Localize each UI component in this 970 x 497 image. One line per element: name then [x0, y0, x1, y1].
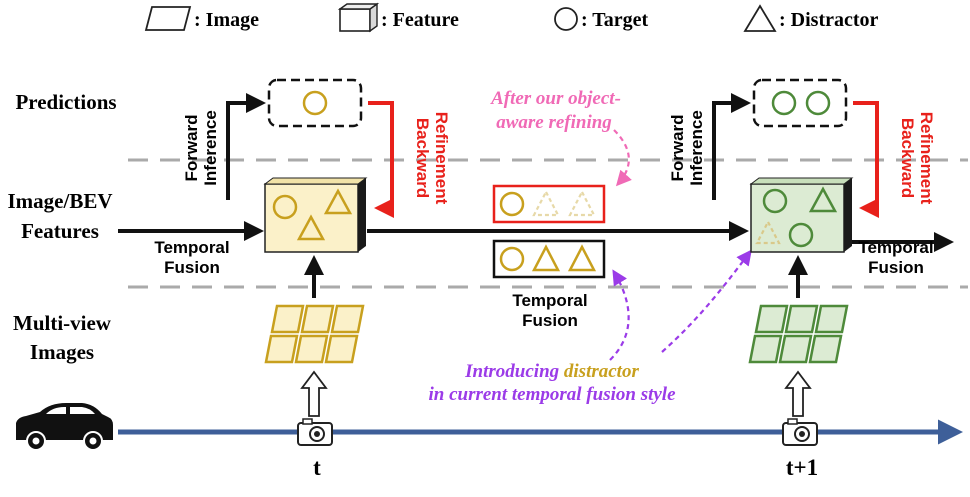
- distractor-annotation-line1-b: distractor: [564, 361, 640, 382]
- forward-label-t-line1: Forward: [182, 114, 201, 181]
- backward-label-t1-line1: Backward: [898, 118, 917, 198]
- distractor-triangle-icon: [296, 214, 326, 241]
- row-label-features-line1: Image/BEV: [8, 189, 113, 213]
- middle-comparison: Temporal Fusion After our object- aware …: [428, 88, 752, 405]
- car-icon: [16, 403, 113, 451]
- triangle-legend-icon: [743, 4, 777, 32]
- camera-icon: [297, 418, 333, 446]
- suppressed-distractor-triangle-icon: [755, 219, 781, 245]
- multi-view-grid-t: [264, 304, 365, 364]
- suppressed-distractor-triangle-icon: [568, 189, 596, 217]
- distractor-triangle-icon: [531, 244, 561, 272]
- prediction-box-t-plus-1: [752, 78, 848, 128]
- target-circle-icon: [805, 90, 831, 116]
- time-label-t-plus-1: t+1: [786, 455, 818, 480]
- row-label-images-line2: Images: [30, 340, 94, 364]
- legend-target-label: : Target: [581, 9, 649, 31]
- refine-annotation-arrow: [613, 129, 632, 187]
- suppressed-distractor-triangle-icon: [532, 189, 560, 217]
- target-circle-icon: [499, 246, 525, 272]
- backward-label-t-line1: Backward: [413, 118, 432, 198]
- target-circle-icon: [771, 90, 797, 116]
- distractor-triangle-icon: [323, 188, 353, 215]
- refined-feature-box: [492, 184, 606, 224]
- capture-arrow-t: [300, 370, 328, 417]
- target-circle-icon: [499, 191, 525, 217]
- camera-icon: [782, 418, 818, 446]
- backward-label-t-line2: Refinement: [432, 112, 451, 205]
- prediction-box-t: [267, 78, 363, 128]
- target-circle-icon: [788, 222, 814, 248]
- row-label-features-line2: Features: [21, 219, 99, 243]
- forward-label-t1-line1: Forward: [668, 114, 687, 181]
- target-circle-icon: [272, 194, 298, 220]
- temporal-fusion-right-line2: Fusion: [868, 258, 924, 277]
- distractor-annotation-line2: in current temporal fusion style: [428, 384, 676, 405]
- distractor-annotation-line1: Introducing distractor: [464, 361, 639, 382]
- target-circle-icon: [762, 188, 788, 214]
- legend-feature-label: : Feature: [381, 9, 459, 31]
- legend-image-label: : Image: [194, 9, 259, 31]
- temporal-fusion-middle-line1: Temporal: [512, 291, 587, 310]
- distractor-triangle-icon: [808, 186, 838, 213]
- feature-cube-t: [263, 177, 368, 253]
- distractor-annotation-arrow-right: [661, 249, 752, 353]
- backward-refinement-arrow-t: [368, 101, 394, 218]
- image-legend-icon: [144, 6, 192, 31]
- temporal-fusion-left-line1: Temporal: [154, 238, 229, 257]
- time-label-t: t: [313, 455, 321, 480]
- backward-label-t1-line2: Refinement: [917, 112, 936, 205]
- temporal-fusion-left-line2: Fusion: [164, 258, 220, 277]
- feature-cube-t-plus-1: [749, 177, 854, 253]
- refine-annotation-line1: After our object-: [490, 88, 621, 109]
- distractor-annotation-line1-a: Introducing: [464, 361, 564, 382]
- forward-label-t-line2: Inference: [201, 110, 220, 186]
- backward-refinement-arrow-t-plus-1: [853, 101, 879, 218]
- refine-annotation-line2: aware refining: [496, 112, 612, 133]
- stage-t-plus-1: Forward Inference Backward Refinement Te…: [668, 78, 936, 417]
- row-label-predictions: Predictions: [15, 90, 116, 114]
- temporal-fusion-middle-line2: Fusion: [522, 311, 578, 330]
- legend: : Image : Feature : Target : Distractor: [144, 2, 879, 33]
- circle-legend-icon: [554, 7, 578, 31]
- distractor-annotation-arrow-left: [609, 269, 630, 361]
- forward-inference-arrow-t: [226, 93, 266, 200]
- forward-inference-arrow-t-plus-1: [712, 93, 751, 200]
- legend-distractor-label: : Distractor: [779, 9, 879, 31]
- multi-view-grid-t-plus-1: [748, 304, 849, 364]
- temporal-fusion-right-line1: Temporal: [858, 238, 933, 257]
- stage-t: Forward Inference Backward Refinement: [182, 78, 451, 417]
- row-label-images-line1: Multi-view: [13, 311, 112, 335]
- distractor-triangle-icon: [567, 244, 597, 272]
- feature-legend-icon: [337, 2, 380, 33]
- forward-label-t1-line2: Inference: [687, 110, 706, 186]
- capture-arrow-t-plus-1: [784, 370, 812, 417]
- target-circle-icon: [302, 90, 328, 116]
